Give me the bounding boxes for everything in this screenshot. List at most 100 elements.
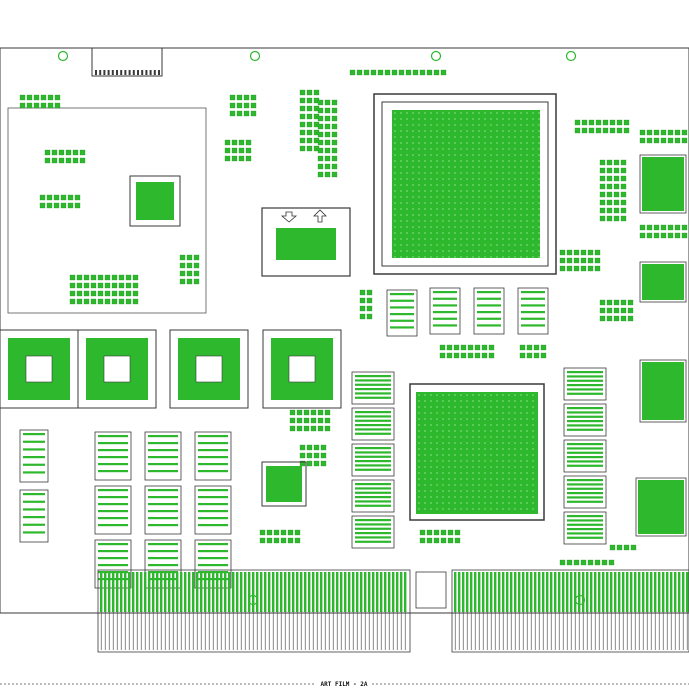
memory-chip	[563, 475, 607, 509]
passive-pad	[526, 352, 533, 359]
memory-pad-row	[567, 392, 603, 395]
passive-pad	[627, 315, 634, 322]
passive-pad	[229, 110, 236, 117]
memory-chip	[429, 287, 461, 335]
finger-pad	[324, 572, 327, 612]
passive-pad	[324, 417, 331, 424]
finger-pad	[598, 572, 601, 612]
passive-pad	[67, 202, 74, 209]
passive-pad	[125, 274, 132, 281]
passive-pad	[90, 290, 97, 297]
bga-ball	[424, 232, 426, 234]
bga-ball	[418, 478, 420, 480]
passive-pad	[132, 274, 139, 281]
connector-pin	[128, 70, 131, 75]
bga-ball	[496, 214, 498, 216]
bga-ball	[442, 226, 444, 228]
bga-ball	[472, 190, 474, 192]
connector-pin	[149, 70, 152, 75]
passive-pad	[366, 289, 373, 296]
bga-ball	[478, 244, 480, 246]
bga-ball	[472, 460, 474, 462]
bga-ball	[520, 448, 522, 450]
passive-pad	[97, 274, 104, 281]
memory-chip	[351, 443, 395, 477]
connector-pin	[132, 70, 135, 75]
bga-ball	[514, 460, 516, 462]
bga-ball	[466, 400, 468, 402]
bga-ball	[526, 226, 528, 228]
memory-chip	[386, 289, 418, 337]
memory-pad-row	[148, 571, 178, 574]
bga-ball	[484, 418, 486, 420]
passive-pad	[280, 537, 287, 544]
bga-ball	[514, 418, 516, 420]
bga-ball	[478, 160, 480, 162]
passive-pad	[306, 460, 313, 467]
bga-ball	[514, 166, 516, 168]
passive-pad	[639, 232, 646, 239]
bga-ball	[466, 466, 468, 468]
bga-ball	[508, 496, 510, 498]
memory-pad-row	[198, 543, 228, 546]
finger-pad	[320, 572, 323, 612]
bga-ball	[478, 394, 480, 396]
small-bga-center	[261, 461, 307, 507]
passive-pad	[287, 537, 294, 544]
bga-ball	[472, 418, 474, 420]
bga-ball	[532, 160, 534, 162]
bga-ball	[520, 160, 522, 162]
bga-ball	[532, 142, 534, 144]
bga-ball	[526, 424, 528, 426]
bga-ball	[520, 154, 522, 156]
passive-pad	[51, 149, 58, 156]
bga-ball	[418, 394, 420, 396]
bga-ball	[424, 424, 426, 426]
passive-pad	[317, 139, 324, 146]
bga-ball	[430, 400, 432, 402]
bga-ball	[442, 424, 444, 426]
bga-ball	[448, 406, 450, 408]
finger-pad	[316, 572, 319, 612]
passive-pad	[566, 559, 573, 566]
finger-pad	[522, 572, 525, 612]
passive-pad	[83, 298, 90, 305]
bga-ball	[436, 160, 438, 162]
bga-ball	[448, 130, 450, 132]
bga-ball	[478, 460, 480, 462]
bga-ball	[400, 172, 402, 174]
passive-pad	[366, 297, 373, 304]
finger-pad	[470, 572, 473, 612]
memory-pad-row	[198, 470, 228, 473]
finger-pad	[510, 572, 513, 612]
finger-pad	[458, 572, 461, 612]
bga-ball	[526, 190, 528, 192]
bga-ball	[478, 118, 480, 120]
bga-ball	[394, 118, 396, 120]
bga-ball	[538, 142, 540, 144]
bga-ball	[454, 412, 456, 414]
memory-pad-row	[23, 440, 45, 443]
bga-ball	[430, 442, 432, 444]
finger-pad	[454, 572, 457, 612]
bga-ball	[532, 484, 534, 486]
passive-pad	[76, 282, 83, 289]
bga-ball	[424, 430, 426, 432]
bga-ball	[442, 196, 444, 198]
bga-ball	[520, 124, 522, 126]
passive-pad	[317, 171, 324, 178]
bga-ball	[442, 154, 444, 156]
bga-ball	[478, 172, 480, 174]
bga-ball	[514, 394, 516, 396]
bga-ball	[508, 484, 510, 486]
connector-pin	[141, 70, 144, 75]
bga-ball	[394, 136, 396, 138]
bga-ball	[442, 208, 444, 210]
memory-pad-row	[198, 463, 228, 466]
passive-pad	[601, 559, 608, 566]
bga-ball	[430, 448, 432, 450]
bga-ball	[490, 202, 492, 204]
bga-ball	[418, 202, 420, 204]
bga-ball	[532, 496, 534, 498]
memory-pad-row	[23, 433, 45, 436]
